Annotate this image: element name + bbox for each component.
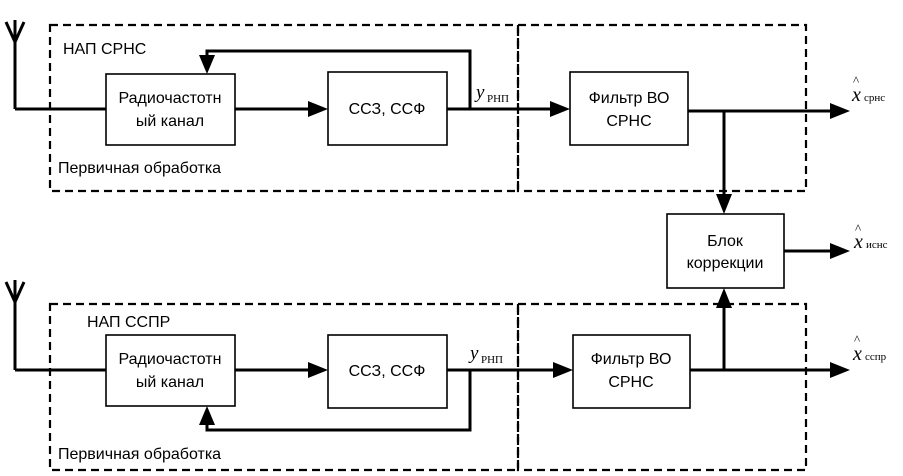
bottom-rf-label-line2: ый канал <box>136 374 204 391</box>
bottom-system: Радиочастотн ый канал ССЗ, ССФ Фильтр ВО… <box>4 280 887 472</box>
bottom-secondary-processing-frame <box>516 302 808 472</box>
svg-text:срнс: срнс <box>864 92 885 104</box>
top-feedback-line <box>205 49 472 109</box>
top-rf-channel-block <box>105 73 236 146</box>
bottom-filter-label-line1: Фильтр ВО <box>591 351 672 368</box>
bottom-filter-block <box>572 334 691 409</box>
bottom-sync-to-filter-arrow <box>553 362 573 378</box>
top-system: Радиочастотн ый канал ССЗ, ССФ Фильтр ВО… <box>4 20 885 214</box>
bottom-antenna-icon <box>4 280 26 370</box>
correction-unit: Блок коррекции ^ x иснс <box>666 213 888 289</box>
correction-label-line1: Блок <box>707 233 744 250</box>
bottom-feedback-arrow <box>199 406 215 425</box>
bottom-to-correction-arrow <box>716 288 732 308</box>
top-filter-label-line1: Фильтр ВО <box>589 90 670 107</box>
correction-output-label: ^ x иснс <box>853 221 888 253</box>
bottom-signal-label: y РНП <box>468 343 503 366</box>
bottom-rf-label-line1: Радиочастотн <box>119 351 222 368</box>
top-group-label: НАП СРНС <box>63 41 146 58</box>
svg-text:сспр: сспр <box>865 351 887 363</box>
svg-text:РНП: РНП <box>487 93 509 105</box>
bottom-sync-label: ССЗ, ССФ <box>349 363 426 380</box>
correction-output-arrow <box>830 243 850 259</box>
correction-label-line2: коррекции <box>687 255 764 272</box>
top-filter-block <box>569 71 689 146</box>
svg-text:^: ^ <box>855 221 861 236</box>
top-rf-label-line1: Радиочастотн <box>119 90 222 107</box>
svg-text:y: y <box>468 343 479 364</box>
bottom-rf-to-sync-arrow <box>308 362 328 378</box>
top-filter-label-line2: СРНС <box>606 113 651 130</box>
svg-text:x: x <box>853 231 863 253</box>
top-output-arrow <box>830 103 850 119</box>
svg-text:x: x <box>851 84 861 106</box>
bottom-output-arrow <box>830 362 850 378</box>
bottom-rf-channel-block <box>105 334 236 407</box>
svg-text:^: ^ <box>853 73 859 88</box>
svg-text:x: x <box>852 343 862 365</box>
top-antenna-icon <box>4 20 26 109</box>
top-sync-label: ССЗ, ССФ <box>349 101 426 118</box>
bottom-filter-label-line2: СРНС <box>608 374 653 391</box>
top-sync-to-filter-arrow <box>550 101 570 117</box>
top-feedback-arrow <box>199 55 215 74</box>
svg-text:РНП: РНП <box>481 354 503 366</box>
svg-text:^: ^ <box>854 332 860 347</box>
bottom-group-label: НАП ССПР <box>87 314 170 331</box>
bottom-sync-block <box>327 334 448 409</box>
top-output-label: ^ x срнс <box>851 73 885 106</box>
top-rf-to-sync-arrow <box>308 101 328 117</box>
top-signal-label: y РНП <box>474 82 509 105</box>
top-rf-label-line2: ый канал <box>136 113 204 130</box>
top-primary-processing-label: Первичная обработка <box>58 160 221 177</box>
bottom-primary-processing-label: Первичная обработка <box>58 446 221 463</box>
top-to-correction-arrow <box>716 194 732 214</box>
top-sync-block <box>327 71 448 146</box>
svg-text:иснс: иснс <box>866 239 888 251</box>
correction-block <box>666 213 785 289</box>
bottom-feedback-line <box>205 370 472 432</box>
svg-text:y: y <box>474 82 485 103</box>
bottom-output-label: ^ x сспр <box>852 332 887 365</box>
